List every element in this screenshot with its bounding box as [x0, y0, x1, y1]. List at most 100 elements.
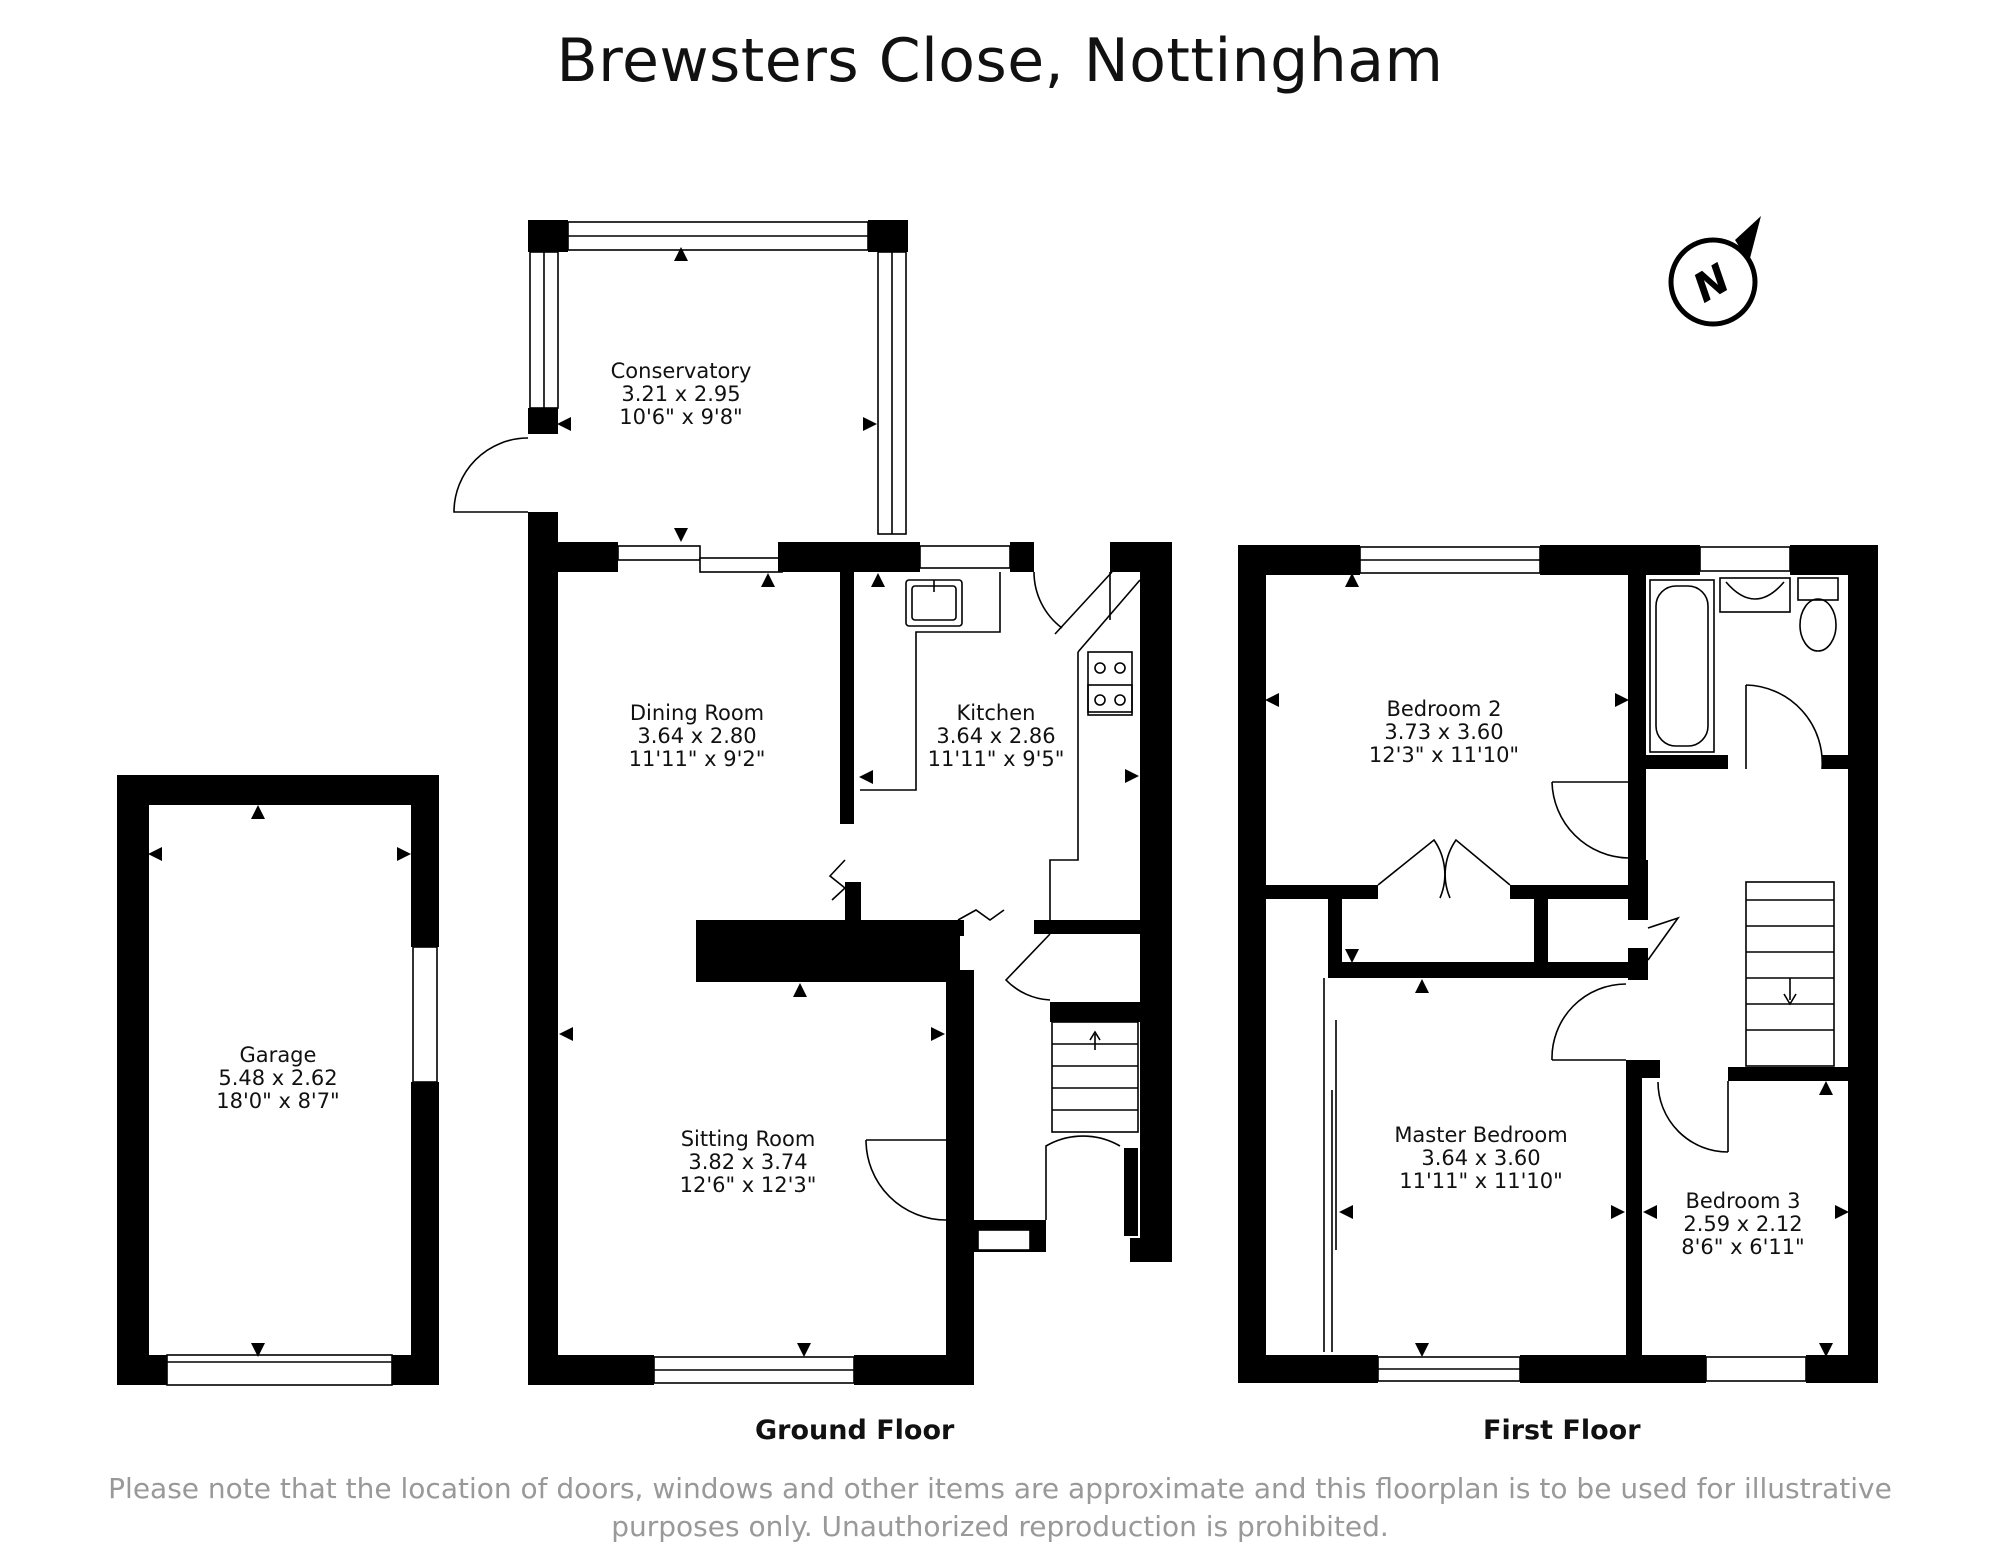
master-east-wall — [1626, 1070, 1642, 1355]
dimension-arrow-icon — [1611, 1205, 1625, 1219]
dimension-arrow-icon — [859, 770, 873, 784]
dimension-arrow-icon — [1415, 979, 1429, 993]
dimension-arrow-icon — [1819, 1343, 1833, 1357]
compass-letter: N — [1686, 256, 1738, 313]
kitchen-diagonal — [1054, 571, 1113, 635]
cupboard-wall-a — [1328, 899, 1342, 971]
room-label-sitting: Sitting Room 3.82 x 3.74 12'6" x 12'3" — [680, 1128, 817, 1197]
cupboard-door-swing-first — [1647, 916, 1681, 961]
disclaimer-line-2: purposes only. Unauthorized reproduction… — [611, 1510, 1389, 1543]
dimension-arrow-icon — [148, 847, 162, 861]
room-label-kitchen: Kitchen 3.64 x 2.86 11'11" x 9'5" — [928, 702, 1065, 771]
dimension-arrow-icon — [559, 1027, 573, 1041]
room-name: Kitchen — [956, 701, 1036, 725]
dimension-arrow-icon — [251, 805, 265, 819]
room-imperial: 18'0" x 8'7" — [216, 1089, 340, 1113]
conservatory-corner-tl — [528, 220, 568, 252]
room-label-dining: Dining Room 3.64 x 2.80 11'11" x 9'2" — [629, 702, 766, 771]
room-label-bedroom2: Bedroom 2 3.73 x 3.60 12'3" x 11'10" — [1369, 698, 1519, 767]
first-wall-left — [1238, 545, 1266, 1383]
bedroom2-door-swing — [1551, 781, 1629, 859]
ground-wall-top-a — [528, 542, 618, 572]
garage-door — [166, 1354, 393, 1386]
front-door-swing — [1045, 1135, 1121, 1220]
ground-floor-structure — [453, 220, 1172, 1385]
garage-wall-right-lower — [411, 1082, 439, 1385]
patio-door-a — [617, 545, 701, 561]
dimension-arrow-icon — [1615, 693, 1629, 707]
landing-stub-c — [1626, 1060, 1660, 1078]
dimension-markers — [148, 247, 1849, 1357]
conservatory-door-swing — [453, 437, 529, 513]
cupboard-door-swing — [1004, 933, 1051, 1001]
room-label-master: Master Bedroom 3.64 x 3.60 11'11" x 11'1… — [1394, 1124, 1567, 1193]
compass-ring — [1668, 237, 1758, 327]
floor-label-ground: Ground Floor — [755, 1415, 955, 1446]
dimension-arrow-icon — [1819, 1081, 1833, 1095]
kitchen-hob — [1087, 651, 1133, 716]
bedroom2-wardrobe-doors — [1377, 838, 1511, 899]
room-name: Garage — [239, 1043, 317, 1067]
garage-wall-bottom-right — [392, 1355, 439, 1385]
bathroom-south-wall-b — [1822, 755, 1852, 769]
dining-kitchen-wall — [840, 572, 854, 824]
kitchen-hall-wall — [1034, 920, 1140, 934]
bedroom2-south-wall-b — [1510, 885, 1634, 899]
dimension-arrow-icon — [397, 847, 411, 861]
bedroom3-door-swing — [1657, 1081, 1729, 1153]
room-imperial: 12'6" x 12'3" — [679, 1173, 817, 1197]
first-wall-top-b — [1540, 545, 1700, 575]
disclaimer: Please note that the location of doors, … — [100, 1470, 1900, 1546]
porch-window — [977, 1229, 1031, 1251]
sitting-fold-door — [957, 909, 1005, 921]
room-name: Conservatory — [610, 359, 752, 383]
patio-door-b — [699, 557, 783, 573]
landing-stub-a — [1628, 860, 1648, 920]
bathroom-south-wall-a — [1628, 755, 1728, 769]
dimension-arrow-icon — [761, 573, 775, 587]
kitchen-window — [919, 545, 1011, 569]
cupboard-wall-b — [1534, 899, 1548, 971]
room-metric: 3.73 x 3.60 — [1384, 720, 1504, 744]
first-floor-structure — [1238, 545, 1878, 1383]
dining-wall-stub — [845, 882, 861, 926]
ground-wall-right-foot — [1130, 1238, 1172, 1262]
ground-wall-left — [528, 542, 558, 1382]
dimension-arrow-icon — [1339, 1205, 1353, 1219]
room-label-garage: Garage 5.48 x 2.62 18'0" x 8'7" — [216, 1044, 339, 1113]
garage-wall-right-upper — [411, 775, 439, 947]
ground-wall-top-b — [778, 542, 920, 572]
bedroom3-north-wall — [1728, 1067, 1848, 1081]
room-imperial: 11'11" x 11'10" — [1399, 1169, 1563, 1193]
first-wall-top-a — [1238, 545, 1360, 575]
room-imperial: 8'6" x 6'11" — [1681, 1235, 1805, 1259]
garage-structure — [117, 775, 439, 1386]
garage-window-side — [412, 946, 438, 1083]
bathroom-fixtures — [1649, 577, 1839, 753]
front-door-jamb — [1124, 1148, 1138, 1236]
room-metric: 3.64 x 3.60 — [1421, 1146, 1541, 1170]
dining-fold-door — [828, 859, 847, 901]
first-wall-bottom-c — [1806, 1355, 1878, 1383]
kitchen-counter — [860, 572, 1001, 791]
ground-staircase — [1051, 1021, 1139, 1133]
garage-wall-top — [117, 775, 439, 805]
dimension-arrow-icon — [797, 1343, 811, 1357]
conservatory-pillar-left — [528, 408, 558, 434]
room-label-bedroom3: Bedroom 3 2.59 x 2.12 8'6" x 6'11" — [1681, 1190, 1804, 1259]
page-title: Brewsters Close, Nottingham — [556, 26, 1444, 96]
dimension-arrow-icon — [793, 983, 807, 997]
floor-label-first: First Floor — [1483, 1415, 1641, 1446]
bedroom2-south-wall-a — [1238, 885, 1378, 899]
dimension-arrow-icon — [871, 573, 885, 587]
kitchen-east-counter — [1049, 652, 1079, 920]
dimension-arrow-icon — [1345, 573, 1359, 587]
bathroom-window — [1699, 546, 1791, 572]
dimension-arrow-icon — [1835, 1205, 1849, 1219]
dimension-arrow-icon — [931, 1027, 945, 1041]
room-imperial: 10'6" x 9'8" — [619, 405, 743, 429]
room-name: Bedroom 3 — [1685, 1189, 1801, 1213]
garage-wall-left — [117, 775, 149, 1385]
dimension-arrow-icon — [1265, 693, 1279, 707]
